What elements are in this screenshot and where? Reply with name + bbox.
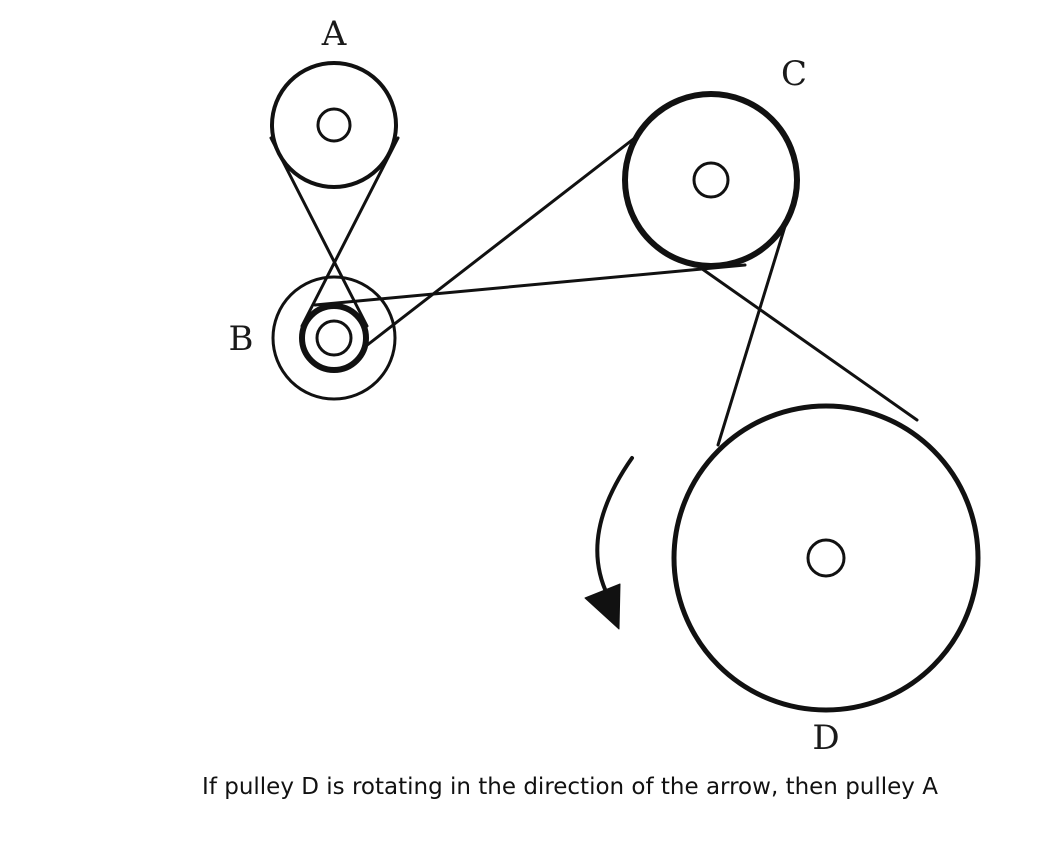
pulley-c-rim [622,91,800,269]
belt-b-c [313,135,747,348]
pulley-b-inner-rim [299,303,369,373]
question-text: If pulley D is rotating in the direction… [202,774,938,800]
pulley-b-label: B [229,319,254,359]
pulley-diagram: A B C D [229,14,981,758]
pulley-b [271,275,397,401]
pulley-c-axle [692,161,730,199]
pulley-b-axle [315,319,353,357]
belt-a-b [269,136,400,328]
pulley-d [671,403,981,713]
pulley-c [622,91,800,269]
pulley-b-outer-rim [271,275,397,401]
rotation-arrow-icon [584,456,634,630]
pulley-d-label: D [812,718,839,758]
pulley-c-label: C [781,54,807,94]
pulley-a-label: A [321,14,347,54]
pulley-a [270,61,398,189]
pulley-a-axle [316,107,352,143]
pulley-a-rim [270,61,398,189]
pulley-d-axle [806,538,846,578]
pulley-d-rim [671,403,981,713]
belt-c-d [696,208,919,447]
